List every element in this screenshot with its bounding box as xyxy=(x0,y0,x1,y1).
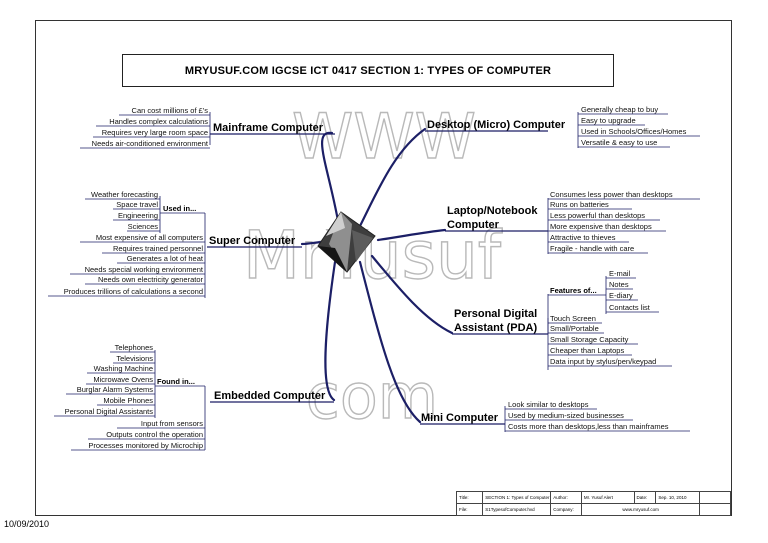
page-title-text: MRYUSUF.COM IGCSE ICT 0417 SECTION 1: TY… xyxy=(184,64,552,77)
embedded-found-in-label: Found in... xyxy=(157,377,195,386)
footer-company-value: www.mryusuf.com xyxy=(580,503,701,516)
branch-line-embedded xyxy=(324,260,337,402)
branch-super-label: Super Computer xyxy=(209,235,296,247)
page-frame xyxy=(35,20,732,516)
mainframe-item: Needs air-conditioned environment xyxy=(92,139,209,148)
super-item: Most expensive of all computers xyxy=(96,233,203,242)
laptop-item: Fragile - handle with care xyxy=(550,244,634,253)
embedded-found-item: Washing Machine xyxy=(94,364,153,373)
watermark-www: WWW xyxy=(292,100,476,173)
desktop-item: Easy to upgrade xyxy=(581,116,636,125)
footer-empty-cell xyxy=(699,503,731,516)
mini-item: Costs more than desktops,less than mainf… xyxy=(508,422,669,431)
super-used-item: Weather forecasting xyxy=(91,190,158,199)
pda-item: Touch Screen xyxy=(550,314,596,323)
page-title: MRYUSUF.COM IGCSE ICT 0417 SECTION 1: TY… xyxy=(122,54,614,87)
pda-item: Data input by stylus/pen/keypad xyxy=(550,357,656,366)
embedded-item: Outputs control the operation xyxy=(106,430,203,439)
branch-mainframe-label: Mainframe Computer xyxy=(213,122,324,134)
super-item: Needs own electricity generator xyxy=(98,275,204,284)
pda-feature-item: E-diary xyxy=(609,291,633,300)
branch-embedded-label: Embedded Computer xyxy=(214,390,326,402)
embedded-found-item: Mobile Phones xyxy=(103,396,153,405)
mini-item: Used by medium-sized businesses xyxy=(508,411,624,420)
branch-line-laptop xyxy=(376,228,447,242)
branch-line-pda xyxy=(370,254,454,335)
branch-laptop-label-1: Laptop/Notebook xyxy=(447,205,538,217)
super-used-item: Sciences xyxy=(128,222,159,231)
embedded-found-item: Personal Digital Assistants xyxy=(65,407,154,416)
pda-feature-item: Contacts list xyxy=(609,303,651,312)
mini-item: Look similar to desktops xyxy=(508,400,589,409)
watermark: WWW MrYusuf com xyxy=(242,99,503,433)
footer-date-value: Sep. 10, 2010 xyxy=(655,491,701,504)
super-item: Produces trillions of calculations a sec… xyxy=(64,287,203,296)
laptop-item: Consumes less power than desktops xyxy=(550,190,673,199)
footer-company-label: Company: xyxy=(550,503,582,516)
super-item: Requires trained personnel xyxy=(113,244,203,253)
branch-line-mini xyxy=(358,260,422,424)
watermark-com: com xyxy=(306,360,438,433)
embedded-found-item: Telephones xyxy=(115,343,154,352)
pda-item: Cheaper than Laptops xyxy=(550,346,624,355)
super-item: Generates a lot of heat xyxy=(127,254,204,263)
laptop-item: Less powerful than desktops xyxy=(550,211,645,220)
pda-item: Small Storage Capacity xyxy=(550,335,629,344)
embedded-found-item: Televisions xyxy=(116,354,153,363)
desktop-item: Used in Schools/Offices/Homes xyxy=(581,127,687,136)
laptop-item: More expensive than desktops xyxy=(550,222,652,231)
footer-author-label: Author: xyxy=(550,491,582,504)
pda-feature-item: Notes xyxy=(609,280,629,289)
embedded-item: Processes monitored by Microchip xyxy=(88,441,203,450)
mainframe-item: Requires very large room space xyxy=(102,128,208,137)
center-graphic xyxy=(317,211,376,273)
super-used-item: Space travel xyxy=(116,200,158,209)
branch-pda-label-2: Assistant (PDA) xyxy=(454,322,537,334)
embedded-found-item: Microwave Ovens xyxy=(93,375,153,384)
pda-item: Small/Portable xyxy=(550,324,599,333)
laptop-item: Runs on batteries xyxy=(550,200,609,209)
laptop-item: Attractive to thieves xyxy=(550,233,616,242)
date-stamp: 10/09/2010 xyxy=(4,519,50,529)
branch-mini-label: Mini Computer xyxy=(421,412,499,424)
branch-desktop-label: Desktop (Micro) Computer xyxy=(427,119,566,131)
super-item: Needs special working environment xyxy=(85,265,204,274)
mainframe-item: Handles complex calculations xyxy=(109,117,208,126)
desktop-item: Generally cheap to buy xyxy=(581,105,658,114)
footer-file-value: S1TypesofComputer.hvd xyxy=(482,503,552,516)
embedded-item: Input from sensors xyxy=(141,419,203,428)
mainframe-item: Can cost millions of £'s xyxy=(132,106,209,115)
super-used-in-label: Used in... xyxy=(163,204,196,213)
branch-laptop-label-2: Computer xyxy=(447,219,500,231)
pda-feature-item: E-mail xyxy=(609,269,631,278)
branch-line-desktop xyxy=(358,127,427,228)
footer-info-table: Title: SECTION 1: Types of Computer Auth… xyxy=(455,491,731,516)
desktop-item: Versatile & easy to use xyxy=(581,138,657,147)
branch-pda-label-1: Personal Digital xyxy=(454,308,537,320)
footer-title-value: SECTION 1: Types of Computer xyxy=(482,491,552,504)
footer-file-label: File: xyxy=(455,503,484,516)
footer-author-value: Mr. Yusuf Alert xyxy=(580,491,635,504)
footer-empty-cell xyxy=(699,491,731,504)
footer-date-label: Date: xyxy=(633,491,657,504)
super-used-item: Engineering xyxy=(118,211,158,220)
pda-features-label: Features of... xyxy=(550,286,597,295)
embedded-found-item: Burglar Alarm Systems xyxy=(77,385,154,394)
footer-title-label: Title: xyxy=(455,491,484,504)
